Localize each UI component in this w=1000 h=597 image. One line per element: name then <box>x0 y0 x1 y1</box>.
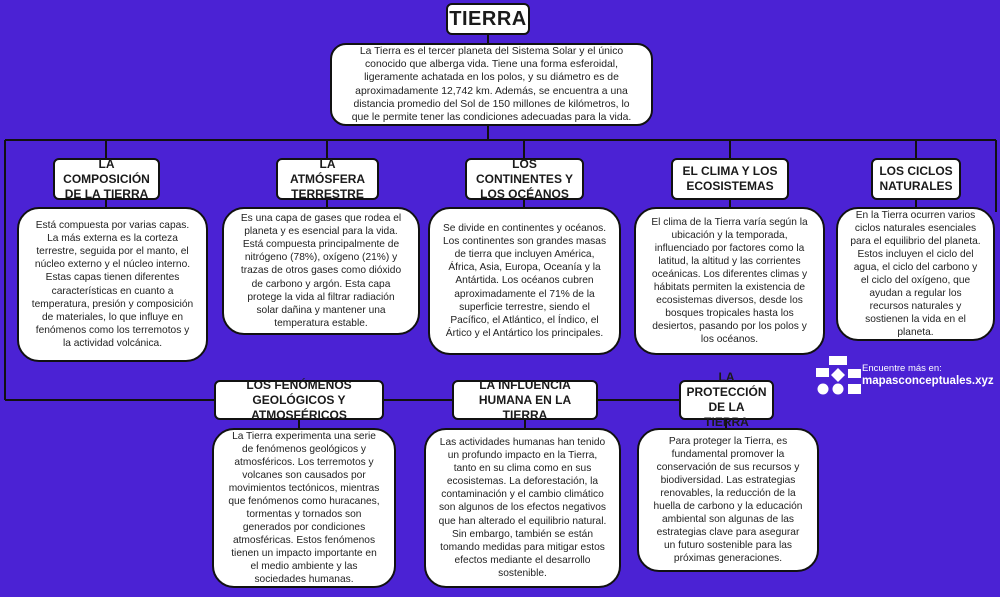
header-ciclos: LOS CICLOS NATURALES <box>871 158 961 200</box>
branding-tagline: Encuentre más en: <box>862 363 942 374</box>
header-fenomenos: LOS FENÓMENOS GEOLÓGICOS Y ATMOSFÉRICOS <box>214 378 384 422</box>
header-composicion: LA COMPOSICIÓN DE LA TIERRA <box>53 157 160 201</box>
text-influencia: Las actividades humanas han tenido un pr… <box>438 437 607 579</box>
intro-text: La Tierra es el tercer planeta del Siste… <box>351 45 632 124</box>
header-influencia: LA INFLUENCIA HUMANA EN LA TIERRA <box>452 378 598 422</box>
text-ciclos: En la Tierra ocurren varios ciclos natur… <box>850 209 981 339</box>
header-proteccion: LA PROTECCIÓN DE LA TIERRA <box>679 370 774 429</box>
box-continentes: Se divide en continentes y océanos. Los … <box>428 207 621 355</box>
title: TIERRA <box>446 3 530 35</box>
box-clima: El clima de la Tierra varía según la ubi… <box>634 207 825 355</box>
text-continentes: Se divide en continentes y océanos. Los … <box>442 223 607 339</box>
header-clima: EL CLIMA Y LOS ECOSISTEMAS <box>671 158 789 200</box>
text-proteccion: Para proteger la Tierra, es fundamental … <box>653 435 803 565</box>
box-proteccion: Para proteger la Tierra, es fundamental … <box>637 428 819 572</box>
box-atmosfera: Es una capa de gases que rodea el planet… <box>222 207 420 335</box>
box-ciclos: En la Tierra ocurren varios ciclos natur… <box>836 207 995 341</box>
text-composicion: Está compuesta por varias capas. La más … <box>31 220 194 349</box>
text-clima: El clima de la Tierra varía según la ubi… <box>651 216 808 346</box>
mapasconceptuales-logo-icon <box>816 356 861 395</box>
box-composicion: Está compuesta por varias capas. La más … <box>17 207 208 362</box>
branding-site[interactable]: mapasconceptuales.xyz <box>862 374 994 387</box>
box-influencia: Las actividades humanas han tenido un pr… <box>424 428 621 588</box>
header-atmosfera: LA ATMÓSFERA TERRESTRE <box>276 157 379 201</box>
header-continentes: LOS CONTINENTES Y LOS OCÉANOS <box>465 157 584 201</box>
text-fenomenos: La Tierra experimenta una serie de fenóm… <box>228 430 380 586</box>
text-atmosfera: Es una capa de gases que rodea el planet… <box>240 213 402 329</box>
box-fenomenos: La Tierra experimenta una serie de fenóm… <box>212 428 396 588</box>
intro-box: La Tierra es el tercer planeta del Siste… <box>330 43 653 126</box>
branding: Encuentre más en: mapasconceptuales.xyz <box>862 363 994 388</box>
